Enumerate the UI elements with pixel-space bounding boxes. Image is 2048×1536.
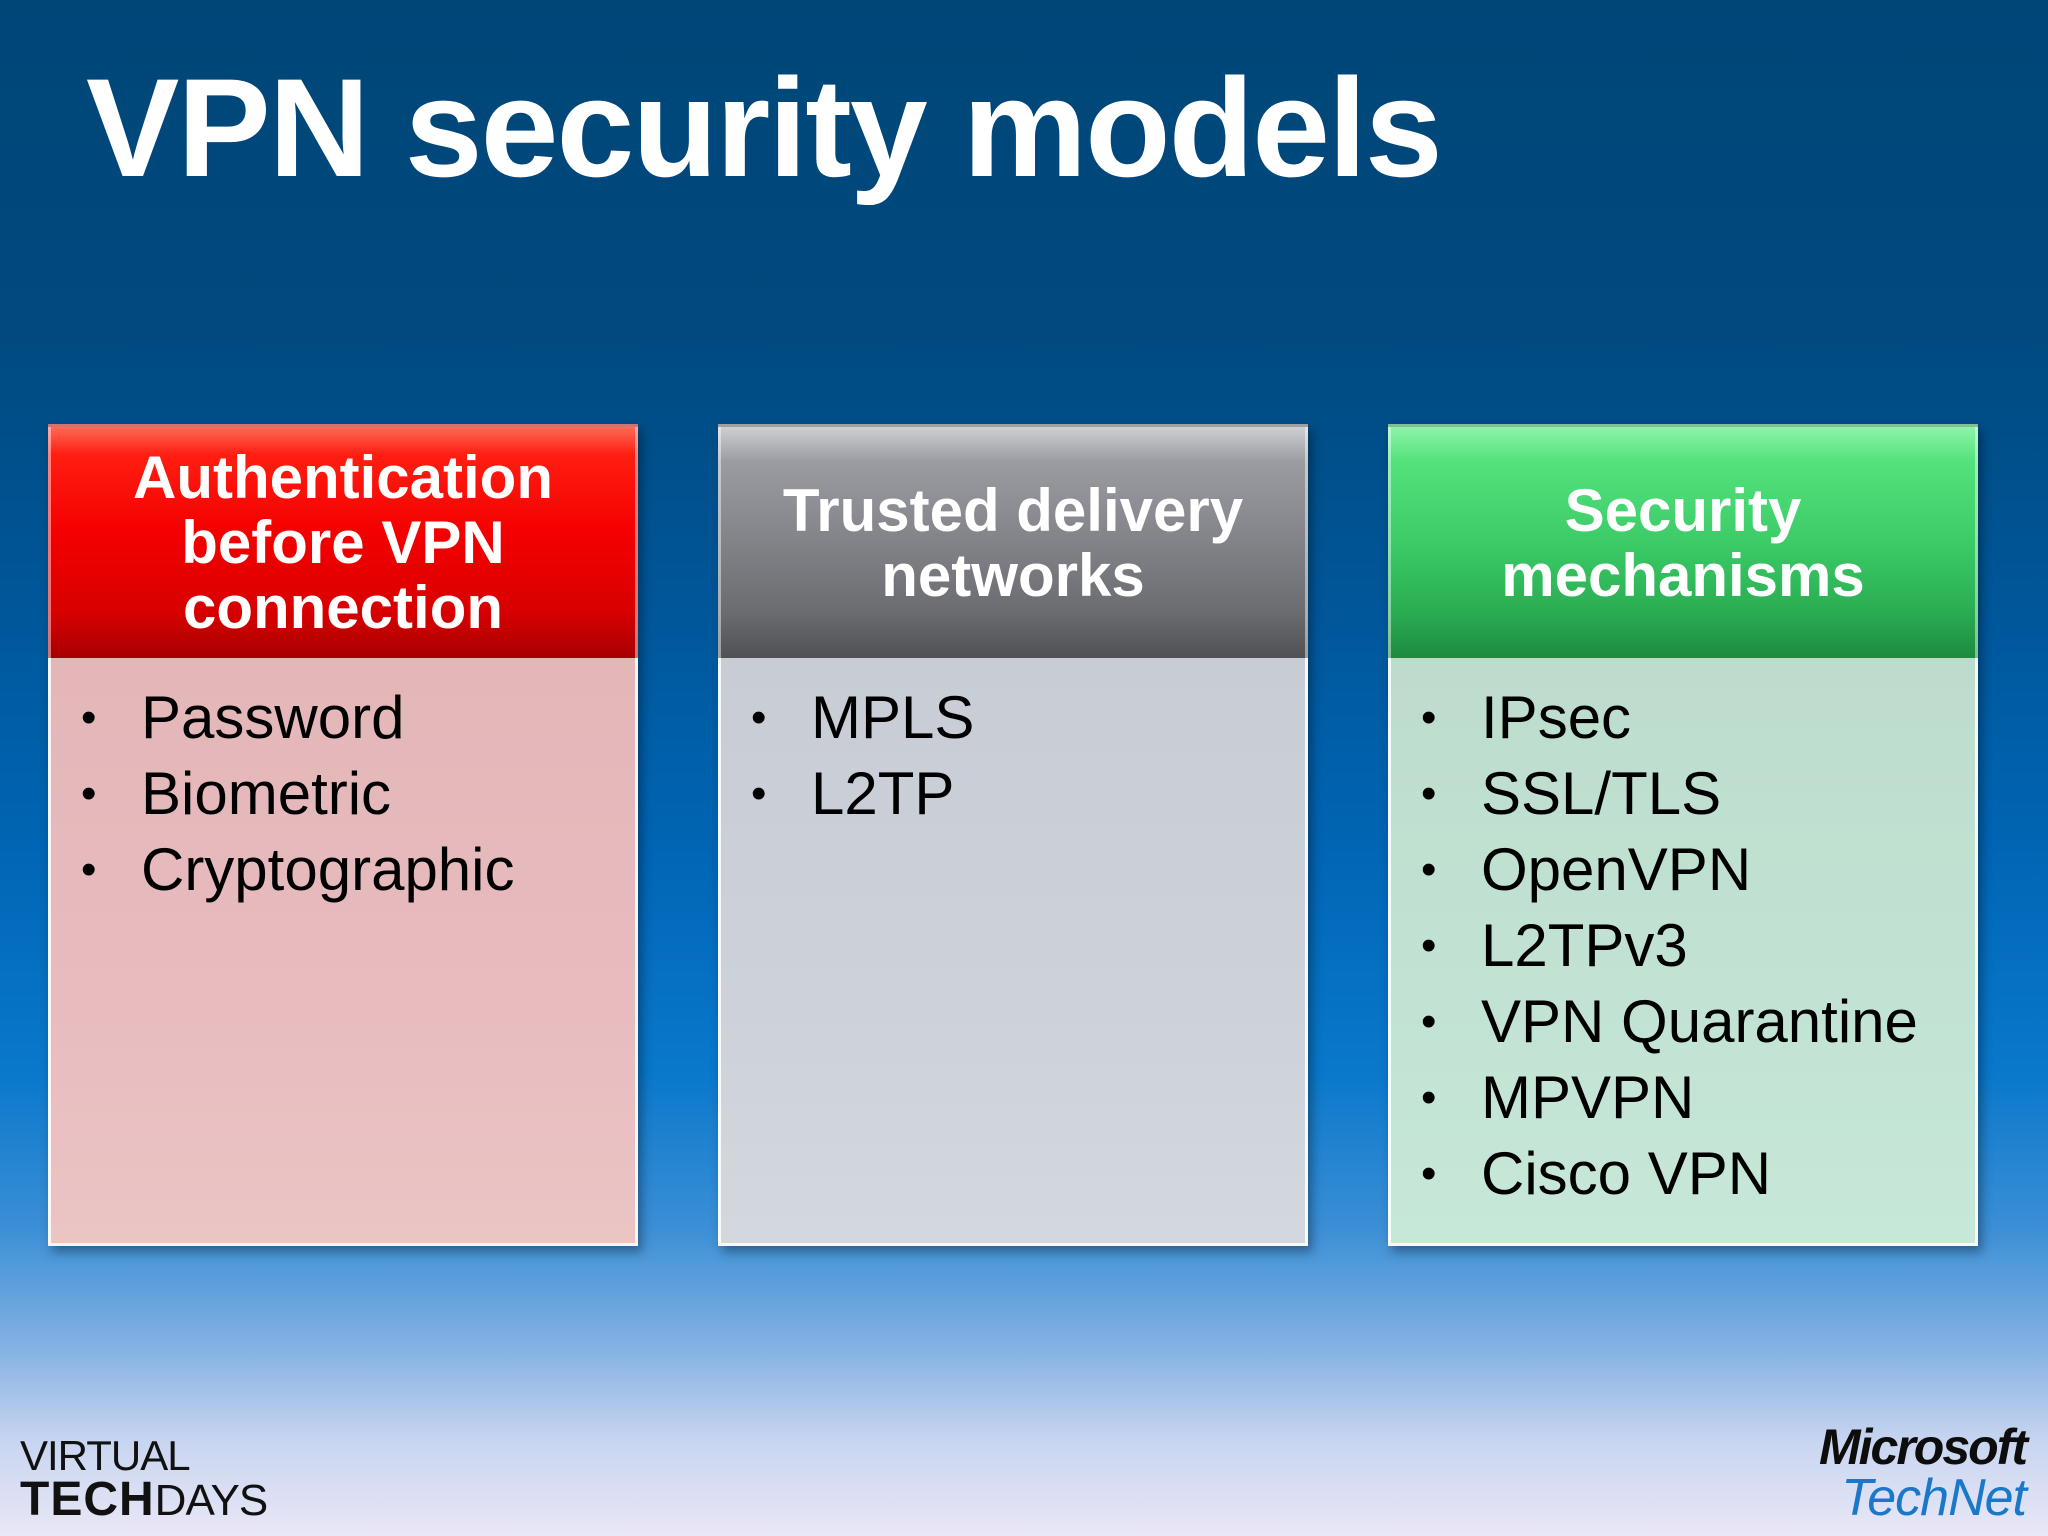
column-body-authentication: • Password • Biometric • Cryptographic [48,658,638,1246]
column-authentication: Authentication before VPN connection • Pa… [48,424,638,1246]
column-security-mechanisms: Security mechanisms • IPsec • SSL/TLS • Ope… [1388,424,1978,1246]
list-item-text: SSL/TLS [1481,760,1722,827]
bullet-icon: • [751,769,767,818]
list-item-text: IPsec [1481,684,1632,751]
bullet-icon: • [1421,769,1437,818]
list-item: • IPsec [1421,680,1975,756]
virtual-techdays-logo: VIRTUAL TECHDAYS [20,1432,269,1526]
column-header-security-mechanisms: Security mechanisms [1388,424,1978,658]
header-line: Security [1564,476,1802,544]
list-item-text: MPLS [811,684,975,751]
bullet-icon: • [1421,921,1437,970]
logo-technet: TechNet [1841,1469,2027,1527]
header-line: networks [881,541,1145,609]
microsoft-technet-logo: Microsoft TechNet [1819,1419,2028,1527]
bullet-icon: • [1421,1073,1437,1122]
bullet-icon: • [81,769,97,818]
column-header-trusted-delivery: Trusted delivery networks [718,424,1308,658]
list-item-text: Password [141,684,405,751]
logo-line-virtual: VIRTUAL [20,1432,191,1479]
header-line: Trusted delivery [782,476,1244,544]
list-item-text: L2TP [811,760,955,827]
header-line: before VPN [181,509,505,576]
list-item: • MPVPN [1421,1060,1975,1136]
bullet-list: • Password • Biometric • Cryptographic [81,680,635,908]
list-item-text: VPN Quarantine [1481,988,1918,1055]
logo-microsoft: Microsoft [1819,1419,2028,1475]
bullet-icon: • [81,845,97,894]
bullet-list: • IPsec • SSL/TLS • OpenVPN • L2TPv3 • VPN Qu… [1421,680,1975,1212]
list-item: • MPLS [751,680,1305,756]
list-item-text: Biometric [141,760,392,827]
column-trusted-delivery: Trusted delivery networks • MPLS • L2TP [718,424,1308,1246]
list-item: • Cryptographic [81,832,635,908]
bullet-icon: • [751,693,767,742]
bullet-icon: • [1421,693,1437,742]
list-item-text: Cryptographic [141,836,515,903]
logo-tech: TECH [20,1473,155,1526]
list-item: • SSL/TLS [1421,756,1975,832]
list-item-text: Cisco VPN [1481,1140,1772,1207]
column-body-security-mechanisms: • IPsec • SSL/TLS • OpenVPN • L2TPv3 • VPN Qu… [1388,658,1978,1246]
list-item: • OpenVPN [1421,832,1975,908]
header-line: Authentication [133,444,553,511]
header-line: connection [182,574,503,641]
list-item: • VPN Quarantine [1421,984,1975,1060]
bullet-icon: • [81,693,97,742]
header-line: mechanisms [1501,541,1865,609]
list-item-text: OpenVPN [1481,836,1752,903]
slide-title: VPN security models [86,49,1443,206]
list-item: • L2TPv3 [1421,908,1975,984]
list-item-text: L2TPv3 [1481,912,1688,979]
list-item: • Password [81,680,635,756]
list-item-text: MPVPN [1481,1064,1695,1131]
list-item: • Cisco VPN [1421,1136,1975,1212]
column-header-authentication: Authentication before VPN connection [48,424,638,658]
list-item: • L2TP [751,756,1305,832]
bullet-icon: • [1421,845,1437,894]
list-item: • Biometric [81,756,635,832]
bullet-icon: • [1421,997,1437,1046]
column-body-trusted-delivery: • MPLS • L2TP [718,658,1308,1246]
logo-days: DAYS [154,1476,269,1525]
bullet-list: • MPLS • L2TP [751,680,1305,832]
bullet-icon: • [1421,1149,1437,1198]
